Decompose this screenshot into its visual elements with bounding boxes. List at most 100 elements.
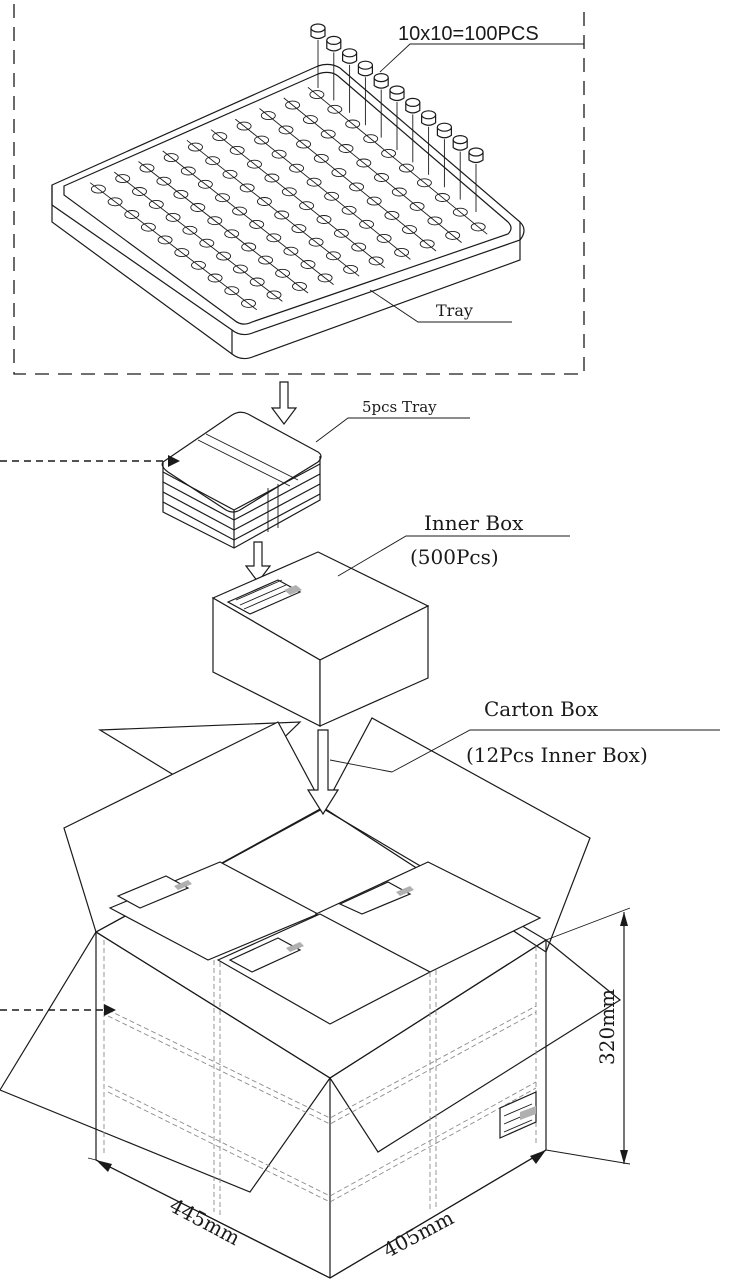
tray-pocket [232, 206, 248, 216]
tray-detail: 10x10=100PCS Tray [13, 4, 585, 375]
tray-pocket [402, 225, 417, 235]
tray-pocket [278, 125, 294, 135]
component-part [452, 135, 468, 200]
carton-flap-front-right [329, 939, 622, 1153]
tray-stack-leader [315, 417, 470, 443]
tray-pocket [174, 248, 190, 258]
tray-pocket [247, 159, 262, 169]
tray-pocket [376, 233, 392, 243]
component-part [389, 85, 405, 150]
tray-pocket-row [259, 108, 437, 252]
tray-pocket [434, 193, 450, 202]
tray-pocket [313, 153, 329, 163]
tray-pocket [343, 264, 359, 274]
tray-pockets [89, 86, 488, 311]
tray-leader [369, 289, 512, 323]
tray-stack: 5pcs Tray [0, 398, 470, 549]
shipping-label [226, 579, 302, 615]
tray-pocket [359, 219, 375, 229]
tray-pocket [215, 193, 230, 203]
tray-pocket [229, 145, 245, 155]
tray-pocket [316, 215, 332, 224]
carton-box-leader [391, 729, 720, 773]
tray-pocket [271, 149, 287, 159]
tray-pocket [299, 201, 315, 211]
tray-pocket [292, 281, 307, 291]
tray-pocket-row [89, 182, 258, 311]
tray-pocket [333, 228, 349, 238]
component-parts [310, 23, 484, 212]
tray-pocket [351, 242, 367, 252]
tray-detail-frame [13, 4, 585, 375]
tray-pocket [345, 119, 361, 129]
component-part [421, 110, 437, 175]
tray-pocket-row [307, 86, 488, 235]
tray-pocket [173, 189, 189, 199]
component-part [468, 147, 484, 212]
tray-pocket [399, 163, 414, 173]
carton-box: Carton Box (12Pcs Inner Box) [0, 697, 720, 1279]
tray-pocket [285, 100, 301, 110]
tray-pocket [452, 207, 468, 217]
tray-pocket [391, 187, 407, 197]
tray-pocket [107, 197, 123, 207]
tray-pocket [331, 168, 347, 178]
inner-box-leader [337, 535, 570, 577]
tray-pocket [190, 203, 206, 212]
quantity-leader [379, 43, 584, 73]
component-part [357, 60, 373, 126]
tray-pocket [236, 121, 252, 131]
tray-pocket [427, 216, 443, 226]
tray-pocket [222, 169, 238, 179]
tray-pocket [232, 264, 248, 274]
tray-pocket-row [114, 171, 283, 302]
tray-pocket [416, 178, 432, 188]
down-arrow [270, 381, 298, 425]
tray-pocket [320, 129, 336, 139]
tray-pocket [281, 187, 297, 197]
tray-pocket [115, 174, 131, 184]
dimension-height-label: 320mm [595, 989, 619, 1065]
tray-pocket-row [210, 129, 386, 269]
inner-box-title: Inner Box [424, 511, 524, 535]
carton-box-qty: (12Pcs Inner Box) [466, 743, 648, 767]
tray-pocket [419, 239, 435, 249]
tray-pocket [325, 251, 341, 261]
tray-pocket [163, 153, 179, 163]
component-part [373, 72, 389, 138]
tray-pocket-row [186, 139, 360, 277]
tray-pocket [266, 290, 282, 300]
component-part [310, 23, 326, 88]
carton-box-title: Carton Box [484, 697, 599, 721]
tray-pocket [180, 166, 196, 176]
tray-pocket [197, 179, 213, 189]
tray-pocket [324, 191, 340, 201]
tray-pocket [216, 251, 232, 261]
tray-pocket [291, 224, 307, 234]
tray-pocket [207, 216, 223, 226]
tray-pocket-row [162, 150, 334, 285]
tray-pocket [191, 260, 206, 270]
tray-pocket [274, 210, 290, 220]
tray-pocket [445, 230, 461, 240]
tray-pocket [309, 90, 325, 100]
carton-label [499, 1091, 537, 1139]
tray-pocket [338, 144, 354, 153]
tray-pocket [289, 163, 305, 173]
tray-pocket [264, 173, 280, 183]
dimension-length: 445mm [87, 1157, 331, 1279]
tray-pocket [384, 210, 400, 220]
tray-pocket [148, 199, 164, 209]
tray-pocket [317, 273, 333, 283]
dimension-length-label: 445mm [166, 1193, 244, 1250]
tray-pocket [300, 260, 316, 269]
tray-pocket [368, 256, 384, 266]
tray-pocket [139, 163, 155, 173]
tray-pocket [157, 235, 173, 245]
inner-box-top-right [314, 861, 542, 973]
tray-pocket [205, 156, 221, 166]
down-arrow [244, 541, 272, 583]
tray-pocket [341, 205, 357, 215]
component-part [342, 48, 358, 113]
